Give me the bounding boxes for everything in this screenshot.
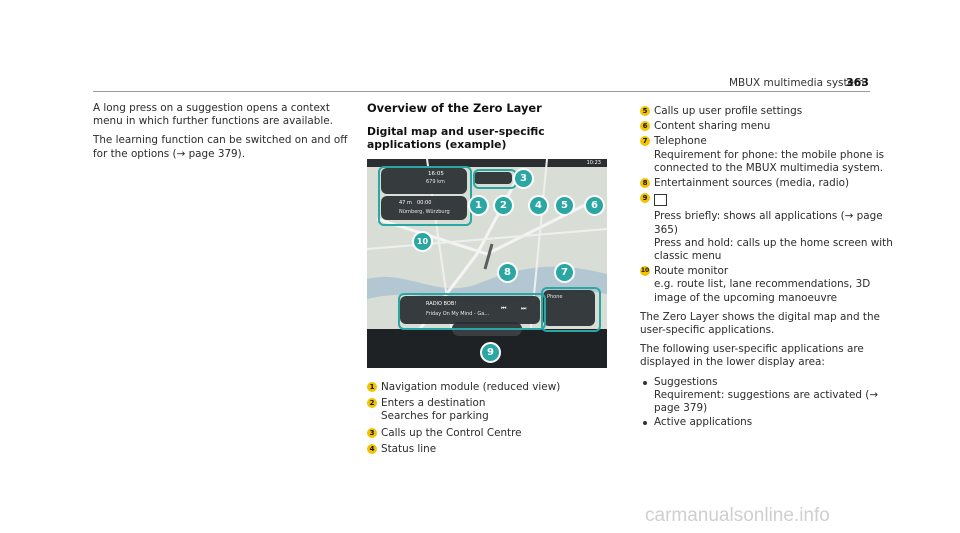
callout-7: 7 (554, 262, 575, 283)
column-right: 5 Calls up user profile settings 6 Conte… (640, 105, 895, 430)
legend-text: Calls up the Control Centre (381, 426, 522, 439)
legend-item-2: 2 Enters a destination Searches for park… (367, 397, 615, 423)
legend-number: 4 (367, 443, 377, 454)
callout-frame-search (473, 169, 517, 189)
callout-frame-navigation (378, 166, 472, 226)
legend-text: Status line (381, 442, 437, 455)
watermark: carmanualsonline.info (645, 505, 830, 526)
legend-item-7: 7 Telephone Requirement for phone: the m… (640, 135, 895, 175)
legend-number: 10 (640, 266, 650, 277)
legend-item-4: 4 Status line (367, 443, 615, 456)
legend-item-10: 10 Route monitor e.g. route list, lane r… (640, 265, 895, 305)
bullet-text: Suggestions (654, 375, 718, 388)
legend-item-9: 9 Press briefly: shows all applications … (640, 192, 895, 263)
legend-item-1: 1 Navigation module (reduced view) (367, 381, 615, 394)
legend-text: Route monitor (654, 265, 729, 278)
phone-card[interactable]: Phone (543, 290, 595, 326)
paragraph-applications: The following user-specific applications… (640, 343, 864, 369)
legend-number: 9 (640, 193, 650, 204)
column-middle: Overview of the Zero Layer Digital map a… (367, 101, 615, 161)
callout-2: 2 (493, 195, 514, 216)
zero-layer-screenshot: 10:23 16:05 679 km 47 m 00:00 Nürnberg, … (367, 159, 607, 368)
running-header-title: MBUX multimedia system (729, 77, 865, 89)
legend-number: 6 (640, 121, 650, 132)
legend-subtext: e.g. route list, lane recommendations, 3… (654, 278, 871, 304)
legend-subtext: Press and hold: calls up the home screen… (654, 236, 893, 263)
section-subheading: Digital map and user-specific applicatio… (367, 125, 545, 152)
navigation-module-card[interactable]: 16:05 679 km (381, 168, 467, 194)
legend-number: 2 (367, 398, 377, 409)
paragraph-context-menu: A long press on a suggestion opens a con… (93, 102, 333, 128)
legend-text: Calls up user profile settings (654, 105, 803, 117)
legend-middle: 1 Navigation module (reduced view) 2 Ent… (367, 381, 615, 456)
callout-frame-phone (541, 287, 601, 332)
legend-item-8: 8 Entertainment sources (media, radio) (640, 177, 895, 190)
nav-arrival-time: 16:05 (428, 171, 444, 177)
legend-item-5: 5 Calls up user profile settings (640, 105, 895, 118)
page-number: 363 (846, 76, 869, 89)
route-distance: 47 m (399, 200, 412, 206)
header-rule (93, 91, 870, 92)
bullet-text: Active applications (654, 416, 753, 429)
legend-text: Enters a destination (381, 397, 486, 410)
radio-station: RADIO BOB! (426, 301, 457, 307)
callout-10: 10 (412, 231, 433, 252)
callout-4: 4 (528, 195, 549, 216)
bullet-subtext: Requirement: suggestions are activated (… (654, 388, 879, 415)
legend-text: Content sharing menu (654, 120, 771, 133)
nav-distance: 679 km (426, 179, 445, 185)
legend-item-3: 3 Calls up the Control Centre (367, 427, 615, 440)
column-left: A long press on a suggestion opens a con… (93, 102, 348, 167)
route-time: 00:00 (417, 200, 432, 206)
phone-label: Phone (547, 294, 563, 300)
paragraph-zero-layer: The Zero Layer shows the digital map and… (640, 310, 880, 337)
legend-item-6: 6 Content sharing menu (640, 120, 895, 133)
callout-frame-media (398, 293, 546, 330)
media-card[interactable]: RADIO BOB! Friday On My Mind - Ga... ⏮ ⏭ (400, 296, 540, 324)
radio-track: Friday On My Mind - Ga... (426, 311, 490, 317)
legend-text: Telephone (654, 135, 707, 148)
legend-text: Navigation module (reduced view) (381, 381, 561, 393)
paragraph-learning-function: The learning function can be switched on… (93, 134, 348, 160)
clock: 10:23 (586, 160, 601, 166)
callout-3: 3 (513, 168, 534, 189)
bullet-active-applications: Active applications (640, 416, 895, 429)
legend-number: 3 (367, 427, 377, 438)
section-heading: Overview of the Zero Layer (367, 101, 542, 115)
legend-number: 5 (640, 106, 650, 116)
search-bar[interactable] (474, 172, 512, 184)
legend-number: 1 (367, 382, 377, 392)
legend-subtext: Requirement for phone: the mobile phone … (654, 148, 885, 174)
bullet-suggestions: Suggestions Requirement: suggestions are… (640, 376, 895, 416)
callout-8: 8 (497, 262, 518, 283)
legend-number: 8 (640, 178, 650, 189)
legend-subtext: Press briefly: shows all applications (→… (654, 210, 883, 236)
home-icon (654, 194, 667, 207)
legend-text: Entertainment sources (media, radio) (654, 177, 850, 190)
route-monitor-card[interactable]: 47 m 00:00 Nürnberg, Würzburg (381, 196, 467, 220)
next-track-icon[interactable]: ⏭ (521, 305, 527, 312)
route-city: Nürnberg, Würzburg (399, 209, 450, 215)
legend-subtext: Searches for parking (381, 410, 489, 423)
callout-5: 5 (554, 195, 575, 216)
callout-6: 6 (584, 195, 605, 216)
callout-9: 9 (480, 342, 501, 363)
legend-number: 7 (640, 136, 650, 147)
callout-1: 1 (468, 195, 489, 216)
previous-track-icon[interactable]: ⏮ (501, 305, 507, 312)
